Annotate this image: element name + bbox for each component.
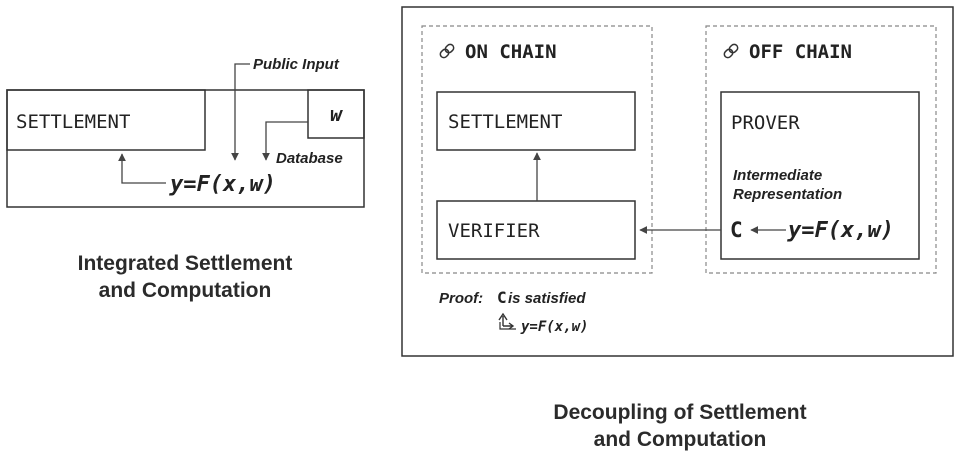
witness-box [307,89,365,139]
decoupled-caption-line2: and Computation [593,428,767,451]
public-input-arrow [231,63,250,161]
on-chain-settlement-label: SETTLEMENT [448,111,562,133]
decoupled-diagram: ON CHAIN SETTLEMENT VERIFIER OFF CHAIN P… [401,6,954,357]
prover-box [720,91,920,260]
verifier-label: VERIFIER [448,220,540,242]
proof-suffix: is satisfied [508,290,586,307]
public-input-label: Public Input [253,56,340,73]
on-chain-title: ON CHAIN [465,41,557,63]
integrated-diagram: SETTLEMENT w Public Input Database y=F(x… [6,56,365,208]
integrated-caption-line2: and Computation [98,279,272,302]
integrated-function-label: y=F(x,w) [169,172,276,197]
integrated-settlement-box [6,89,206,151]
decoupled-outer-box [401,6,954,357]
proof-prefix: Proof: [439,290,483,307]
return-arrow-icon [498,312,516,330]
off-chain-title: OFF CHAIN [749,41,852,63]
integrated-caption-line1: Integrated Settlement [77,252,293,275]
ir-label-line2: Representation [733,186,842,203]
proof-constraint: C [497,288,507,307]
database-arrow [262,121,308,161]
integrated-output-arrow [118,153,166,184]
prover-function-label: y=F(x,w) [787,218,894,243]
link-icon [723,43,739,59]
integrated-settlement-label: SETTLEMENT [16,111,130,133]
integrated-caption: Integrated Settlement and Computation [40,250,330,304]
on-chain-settlement-box [436,91,636,151]
link-icon [439,43,455,59]
on-chain-region [421,25,653,274]
witness-label: w [330,102,343,126]
ir-label-line1: Intermediate [733,167,822,184]
decoupled-caption-line1: Decoupling of Settlement [553,401,807,424]
constraint-label: C [730,218,743,242]
prover-label: PROVER [731,112,800,134]
database-label: Database [276,150,343,167]
verifier-box [436,200,636,260]
off-chain-region [705,25,937,274]
proof-function-label: y=F(x,w) [520,319,588,335]
decoupled-caption: Decoupling of Settlement and Computation [520,399,840,453]
